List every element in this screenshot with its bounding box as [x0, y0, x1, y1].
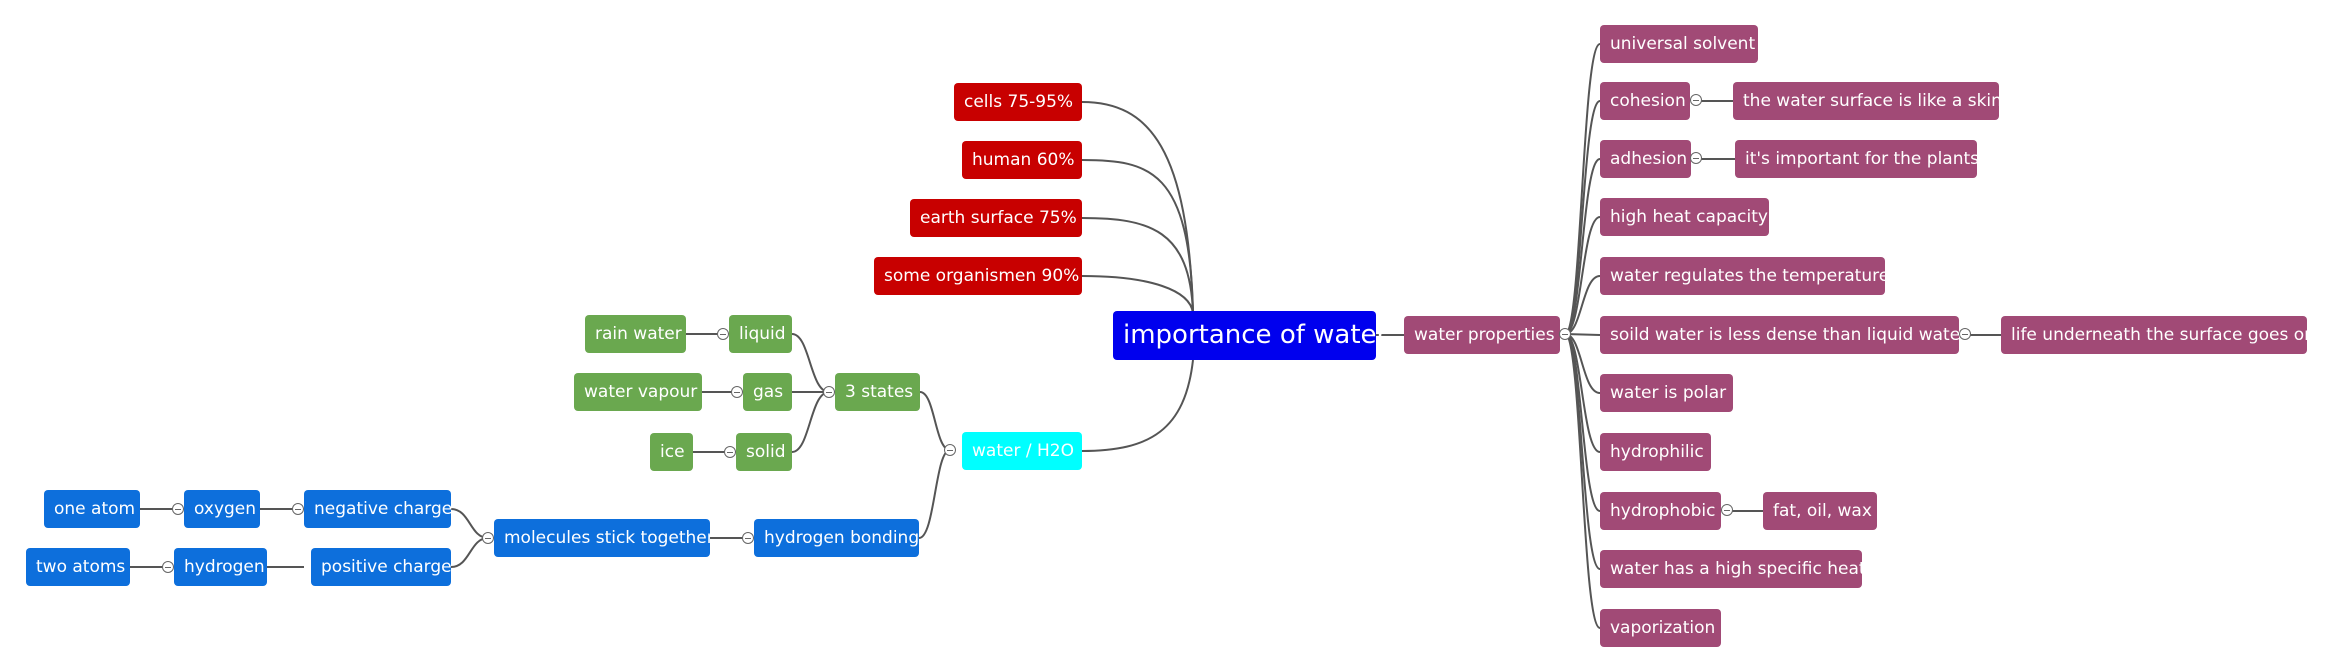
- state-node[interactable]: solid: [736, 433, 792, 471]
- percent-node[interactable]: earth surface 75%: [910, 199, 1082, 237]
- connector-line: [919, 391, 951, 451]
- charge-node[interactable]: negative charge: [304, 490, 452, 528]
- state-example-node[interactable]: water vapour: [574, 373, 702, 411]
- collapse-icon[interactable]: [717, 328, 729, 340]
- collapse-icon[interactable]: [1959, 328, 1971, 340]
- connector-line: [1564, 333, 1601, 629]
- percent-node[interactable]: some organismen 90%: [874, 257, 1082, 295]
- element-node[interactable]: hydrogen: [174, 548, 267, 586]
- property-detail-node[interactable]: the water surface is like a skin: [1733, 82, 2002, 120]
- property-node[interactable]: universal solvent: [1600, 25, 1758, 63]
- collapse-icon[interactable]: [482, 532, 494, 544]
- property-node[interactable]: adhesion: [1600, 140, 1691, 178]
- connector-line: [791, 391, 830, 453]
- percent-node[interactable]: human 60%: [962, 141, 1082, 179]
- property-node[interactable]: hydrophilic: [1600, 433, 1711, 471]
- connector-line: [1564, 158, 1601, 335]
- collapse-icon[interactable]: [1559, 328, 1571, 340]
- connector-line: [1081, 275, 1194, 314]
- state-node[interactable]: liquid: [729, 315, 792, 353]
- property-node[interactable]: hydrophobic: [1600, 492, 1721, 530]
- state-example-node[interactable]: rain water: [585, 315, 686, 353]
- connector-line: [1564, 216, 1601, 335]
- connector-line: [1564, 333, 1601, 570]
- collapse-icon[interactable]: [1690, 94, 1702, 106]
- connector-line: [1564, 100, 1601, 335]
- hydrogen-bonding-node[interactable]: hydrogen bonding: [754, 519, 919, 557]
- property-node[interactable]: vaporization: [1600, 609, 1721, 647]
- property-node[interactable]: water has a high specific heat: [1600, 550, 1866, 588]
- collapse-icon[interactable]: [292, 503, 304, 515]
- property-node[interactable]: cohesion: [1600, 82, 1690, 120]
- molecules-node[interactable]: molecules stick together: [494, 519, 714, 557]
- atoms-node[interactable]: one atom: [44, 490, 140, 528]
- property-node[interactable]: water is polar: [1600, 374, 1733, 412]
- collapse-icon[interactable]: [1721, 504, 1733, 516]
- property-detail-node[interactable]: life underneath the surface goes on: [2001, 316, 2315, 354]
- property-detail-node[interactable]: fat, oil, wax: [1763, 492, 1877, 530]
- collapse-icon[interactable]: [731, 386, 743, 398]
- three-states-node[interactable]: 3 states: [835, 373, 920, 411]
- property-node[interactable]: soild water is less dense than liquid wa…: [1600, 316, 1967, 354]
- state-node[interactable]: gas: [743, 373, 792, 411]
- collapse-icon[interactable]: [724, 446, 736, 458]
- root-topic[interactable]: importance of water: [1113, 311, 1387, 360]
- connector-line: [918, 449, 951, 539]
- state-example-node[interactable]: ice: [650, 433, 693, 471]
- collapse-icon[interactable]: [823, 386, 835, 398]
- connector-line: [1081, 359, 1194, 452]
- connector-line: [1081, 159, 1194, 314]
- property-node[interactable]: high heat capacity: [1600, 198, 1769, 236]
- property-detail-node[interactable]: it's important for the plants: [1735, 140, 1979, 178]
- water-properties-node[interactable]: water properties: [1404, 316, 1560, 354]
- collapse-icon[interactable]: [1690, 152, 1702, 164]
- connector-line: [791, 333, 830, 393]
- connector-line: [450, 537, 489, 568]
- connector-line: [1564, 43, 1601, 335]
- connector-line: [1081, 217, 1194, 314]
- collapse-icon[interactable]: [944, 444, 956, 456]
- property-node[interactable]: water regulates the temperature: [1600, 257, 1889, 295]
- element-node[interactable]: oxygen: [184, 490, 260, 528]
- percent-node[interactable]: cells 75-95%: [954, 83, 1082, 121]
- charge-node[interactable]: positive charge: [311, 548, 452, 586]
- water-h2o-node[interactable]: water / H2O: [962, 432, 1082, 470]
- atoms-node[interactable]: two atoms: [26, 548, 130, 586]
- collapse-icon[interactable]: [742, 532, 754, 544]
- collapse-icon[interactable]: [172, 503, 184, 515]
- collapse-icon[interactable]: [162, 561, 174, 573]
